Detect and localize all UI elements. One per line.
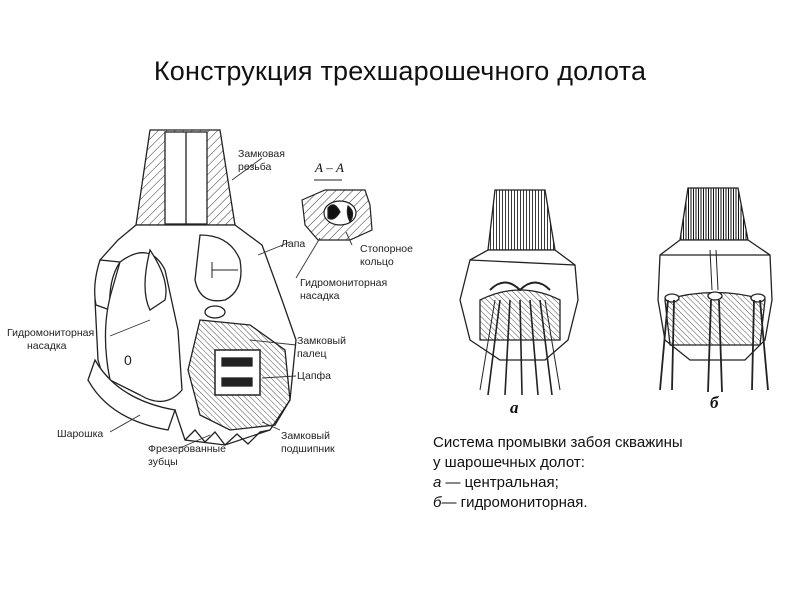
figure-b-letter: б — [710, 393, 719, 412]
label-paw: Лапа — [281, 238, 306, 250]
caption-line-1: Система промывки забоя скважины — [433, 434, 683, 451]
label-section-a-a: А – А — [315, 160, 344, 175]
leader-lines — [109, 157, 353, 449]
figure-caption: Система промывки забоя скважины у шароше… — [433, 433, 683, 513]
caption-line-2: у шарошечных долот: — [433, 454, 585, 471]
label-cone: Шарошка — [57, 428, 104, 440]
label-journal: Цапфа — [297, 370, 332, 382]
bit-section — [87, 129, 297, 446]
flushing-diagram-hydromonitor — [657, 187, 773, 393]
caption-line-b: б— гидромониторная. — [433, 494, 588, 511]
figure-a-letter: а — [510, 398, 519, 417]
section-a-a-inset — [301, 179, 373, 241]
flushing-diagram-central — [459, 189, 579, 396]
caption-line-a: а — центральная; — [433, 474, 559, 491]
page-title: Конструкция трехшарошечного долота — [153, 56, 647, 86]
label-zero: 0 — [124, 352, 132, 368]
